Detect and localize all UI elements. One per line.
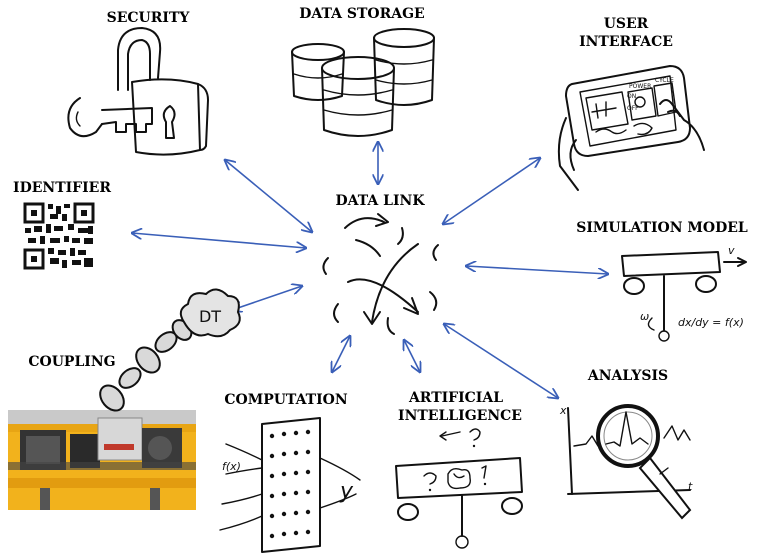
ai-crane-brain-icon xyxy=(395,428,523,549)
security-label: SECURITY xyxy=(107,10,191,26)
dt-cloud-text: DT xyxy=(199,307,221,326)
arrow-security xyxy=(225,160,312,232)
function-f-label: f(x) xyxy=(222,460,241,473)
ui-screen-text-power: POWER xyxy=(629,83,651,90)
computation-matrix-icon: f(x) y xyxy=(219,417,361,553)
arrow-computation xyxy=(332,336,350,372)
database-cylinders-icon xyxy=(291,28,435,137)
computation-node: COMPUTATION f(x) y xyxy=(219,392,361,553)
connection-arrows xyxy=(132,142,608,398)
coupling-label: COUPLING xyxy=(28,354,115,370)
analysis-y-axis: x xyxy=(559,404,567,417)
chain-icon xyxy=(99,319,193,412)
ai-label-line1: ARTIFICIAL xyxy=(408,390,503,406)
arrow-identifier xyxy=(132,233,306,248)
simulation-crane-icon: v ω dx/dy = f(x) xyxy=(621,244,747,342)
ai-label-line2: INTELLIGENCE xyxy=(398,408,522,424)
tablet-hands-icon: POWER CYCLE ON OFF xyxy=(557,65,705,191)
omega-symbol: ω xyxy=(640,310,649,323)
qr-code-icon xyxy=(23,202,95,270)
simulation-model-node: SIMULATION MODEL v ω dx/dy = f(x) xyxy=(576,220,748,342)
data-link-sketch-icon xyxy=(322,213,439,335)
data-link-label: DATA LINK xyxy=(336,193,426,209)
data-link-hub: DATA LINK xyxy=(322,193,439,335)
simulation-model-label: SIMULATION MODEL xyxy=(576,220,748,236)
coupling-photo xyxy=(8,410,196,510)
artificial-intelligence-node: ARTIFICIAL INTELLIGENCE xyxy=(395,390,523,549)
output-y-label: y xyxy=(339,479,354,504)
security-node: SECURITY xyxy=(67,10,209,156)
analysis-label: ANALYSIS xyxy=(587,368,668,384)
data-storage-node: DATA STORAGE xyxy=(291,6,435,137)
ui-screen-text-on: ON xyxy=(627,93,636,100)
user-interface-label-line1: USER xyxy=(604,16,649,32)
ui-screen-text-cycle: CYCLE xyxy=(655,77,674,84)
analysis-node: ANALYSIS x t xyxy=(559,368,693,520)
user-interface-node: USER INTERFACE POWER CYCLE ON OFF xyxy=(557,16,705,191)
analysis-x-axis: t xyxy=(688,480,693,493)
arrow-simulation-model xyxy=(466,266,608,274)
velocity-symbol: v xyxy=(728,244,735,257)
identifier-label: IDENTIFIER xyxy=(13,180,111,196)
arrow-coupling xyxy=(232,286,302,310)
data-storage-label: DATA STORAGE xyxy=(299,6,424,22)
arrow-analysis xyxy=(444,324,558,398)
ode-equation: dx/dy = f(x) xyxy=(678,316,744,329)
identifier-node: IDENTIFIER xyxy=(13,180,111,270)
computation-label: COMPUTATION xyxy=(224,392,347,408)
arrow-artificial-intelligence xyxy=(404,340,420,372)
padlock-key-icon xyxy=(67,27,209,156)
coupling-node: COUPLING DT xyxy=(8,288,241,510)
dt-cloud-icon: DT xyxy=(179,288,241,338)
analysis-magnifier-icon: x t xyxy=(559,404,693,520)
user-interface-label-line2: INTERFACE xyxy=(579,34,673,50)
arrow-user-interface xyxy=(443,158,540,224)
ui-screen-text-off: OFF xyxy=(627,105,639,112)
